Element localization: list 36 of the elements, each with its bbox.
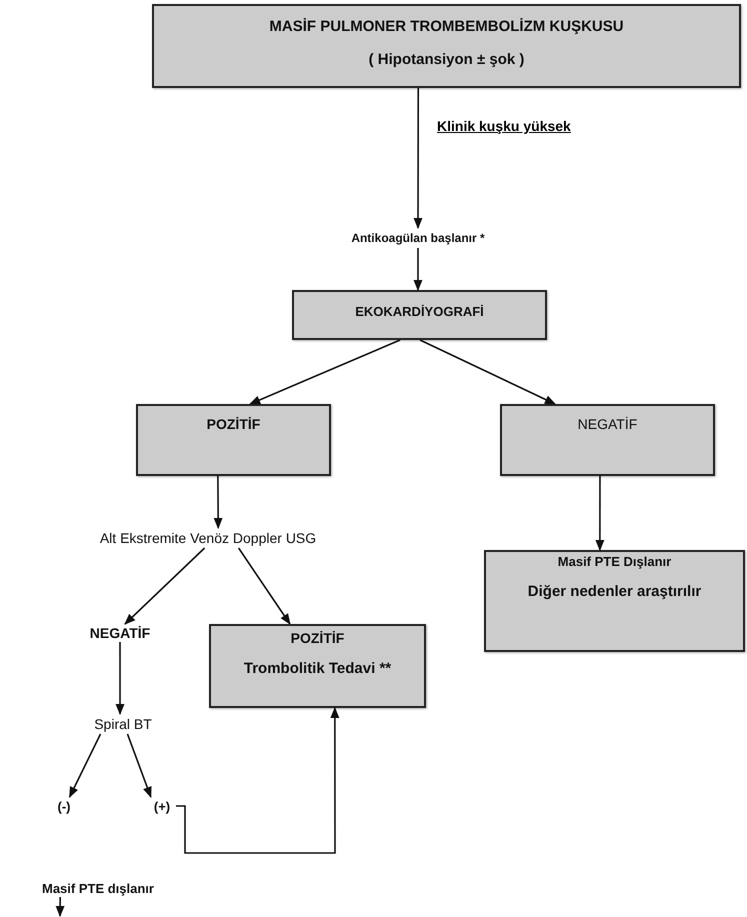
node-text: (+) <box>154 798 170 814</box>
node-text: EKOKARDİYOGRAFİ <box>355 304 484 319</box>
arrow <box>68 734 102 798</box>
arrow <box>176 706 340 854</box>
node-text: POZİTİF <box>206 416 260 432</box>
node-text: Diğer nedenler araştırılır <box>528 583 702 600</box>
process-box <box>500 404 715 476</box>
arrow <box>595 476 604 552</box>
node-text: NEGATİF <box>90 625 150 641</box>
process-box <box>136 404 331 476</box>
node-text: NEGATİF <box>578 416 638 432</box>
arrow <box>414 248 422 292</box>
edge-label: Klinik kuşku yüksek <box>437 118 571 134</box>
node-text: Alt Ekstremite Venöz Doppler USG <box>100 530 316 546</box>
node-text: Trombolitik Tedavi ** <box>244 660 392 677</box>
process-box <box>152 4 741 88</box>
box-heading: MASİF PULMONER TROMBEMBOLİZM KUŞKUSU <box>269 18 624 35</box>
node-text: Masif PTE dışlanır <box>42 880 154 896</box>
arrow <box>126 734 152 798</box>
process-box <box>292 290 547 340</box>
node-text: (-) <box>58 798 70 814</box>
arrow <box>124 547 206 625</box>
arrow <box>56 897 65 917</box>
arrow <box>414 88 422 230</box>
node-text: Spiral BT <box>94 716 152 732</box>
box-heading: Masif PTE Dışlanır <box>558 554 672 569</box>
arrow <box>249 339 400 405</box>
node-text: Antikoagülan başlanır * <box>351 231 485 245</box>
box-heading: POZİTİF <box>290 630 344 646</box>
arrow <box>238 548 291 625</box>
arrow <box>214 476 223 530</box>
process-box <box>484 550 745 652</box>
arrow <box>420 339 556 405</box>
process-box <box>209 624 426 708</box>
arrow <box>116 642 124 716</box>
node-text: ( Hipotansiyon ± şok ) <box>368 51 524 68</box>
